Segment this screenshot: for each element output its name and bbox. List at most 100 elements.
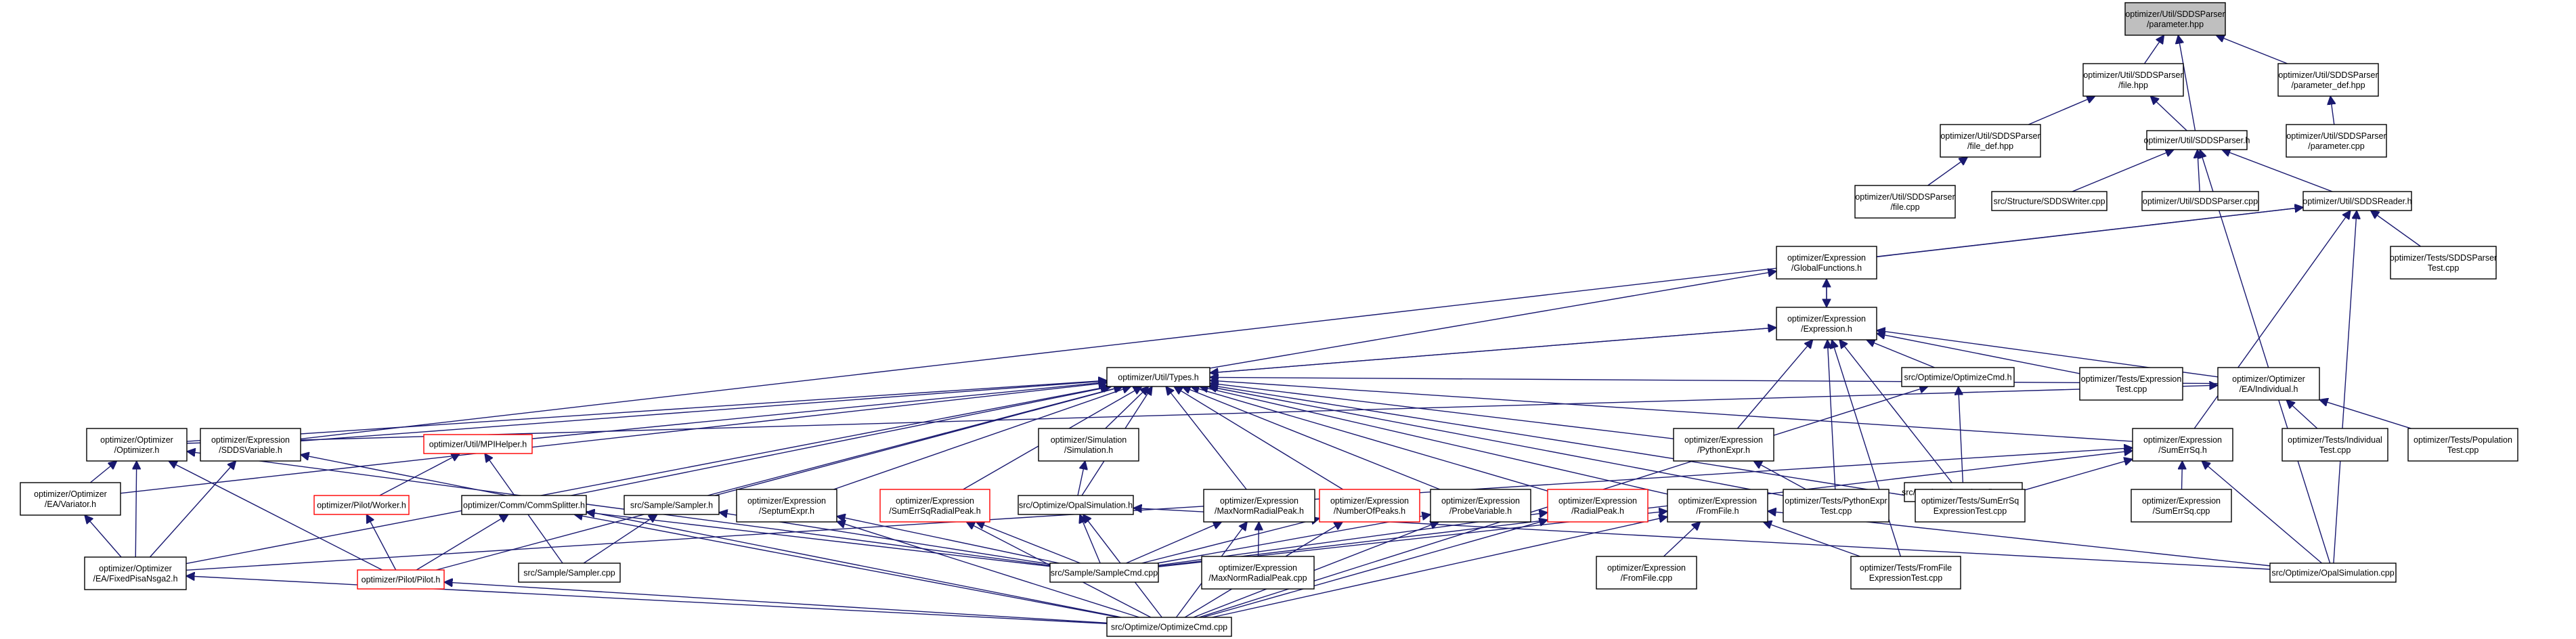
include-edge (1209, 271, 1776, 369)
graph-node-opalsim-cpp[interactable]: src/Optimize/OpalSimulation.cpp (2269, 563, 2397, 583)
include-edge (2200, 150, 2331, 564)
graph-node-param-def[interactable]: optimizer/Util/SDDSParser/parameter_def.… (2277, 63, 2379, 97)
edge-line (1202, 520, 1548, 618)
graph-node-sumerrsqexprtest[interactable]: optimizer/Tests/SumErrSqExpressionTest.c… (1915, 489, 2026, 523)
include-edge (1202, 520, 1548, 618)
graph-node-opalsim-h[interactable]: src/Optimize/OpalSimulation.h (1018, 495, 1134, 515)
graph-node-worker[interactable]: optimizer/Pilot/Worker.h (313, 495, 410, 515)
graph-node-fromfiletest[interactable]: optimizer/Tests/FromFileExpressionTest.c… (1850, 556, 1961, 590)
graph-node-param-cpp[interactable]: optimizer/Util/SDDSParser/parameter.cpp (2286, 124, 2387, 158)
graph-node-expression[interactable]: optimizer/Expression/Expression.h (1776, 307, 1877, 340)
node-box (736, 489, 837, 523)
node-label: optimizer/Expression (1684, 435, 1763, 445)
graph-node-sddsparser-cpp[interactable]: optimizer/Util/SDDSParser.cpp (2141, 191, 2259, 211)
graph-node-numpeaks[interactable]: optimizer/Expression/NumberOfPeaks.h (1319, 489, 1420, 523)
node-label: Test.cpp (2319, 445, 2351, 455)
graph-node-simulation[interactable]: optimizer/Simulation/Simulation.h (1038, 428, 1139, 462)
node-label: ExpressionTest.cpp (1934, 506, 2007, 516)
node-box (84, 556, 187, 590)
graph-node-optimizecmd-h[interactable]: src/Optimize/OptimizeCmd.h (1901, 367, 2015, 387)
graph-node-individual[interactable]: optimizer/Optimizer/EA/Individual.h (2217, 367, 2320, 401)
edge-line (186, 576, 1108, 624)
graph-node-fromfile[interactable]: optimizer/Expression/FromFile.h (1667, 489, 1768, 523)
graph-node-fixedpisa[interactable]: optimizer/Optimizer/EA/FixedPisaNsga2.h (84, 556, 187, 590)
graph-node-radialpeak[interactable]: optimizer/Expression/RadialPeak.h (1547, 489, 1649, 523)
node-label: optimizer/Tests/FromFile (1860, 563, 1952, 573)
node-box (423, 434, 533, 454)
node-box (1049, 563, 1159, 583)
include-edge (2371, 211, 2421, 247)
include-edge (1182, 387, 1441, 490)
node-label: src/Optimize/OpalSimulation.h (1019, 501, 1133, 510)
node-box (518, 563, 621, 583)
graph-node-sumerrsqradial[interactable]: optimizer/Expression/SumErrSqRadialPeak.… (879, 489, 990, 523)
edge-line (2286, 400, 2318, 429)
edges-layer (85, 35, 2421, 624)
node-label: optimizer/Util/SDDSParser.h (2144, 136, 2250, 146)
edge-line (1832, 340, 1902, 557)
include-edge (2143, 35, 2164, 64)
graph-node-variator[interactable]: optimizer/Optimizer/EA/Variator.h (20, 482, 121, 516)
graph-node-file-hpp[interactable]: optimizer/Util/SDDSParser/file.hpp (2082, 63, 2184, 97)
edge-line (1212, 516, 1667, 618)
graph-node-probevar[interactable]: optimizer/Expression/ProbeVariable.h (1430, 489, 1531, 523)
edge-line (1959, 387, 1964, 483)
graph-node-samplecmd[interactable]: src/Sample/SampleCmd.cpp (1049, 563, 1159, 583)
node-label: optimizer/Expression (1607, 563, 1686, 573)
graph-node-maxnorm[interactable]: optimizer/Expression/MaxNormRadialPeak.h (1203, 489, 1315, 523)
graph-node-exprtest[interactable]: optimizer/Tests/ExpressionTest.cpp (2079, 367, 2183, 401)
node-box (2302, 191, 2412, 211)
graph-node-maxnorm-cpp[interactable]: optimizer/Expression/MaxNormRadialPeak.c… (1201, 556, 1315, 590)
edge-line (1210, 385, 1916, 498)
graph-node-sddswriter[interactable]: src/Structure/SDDSWriter.cpp (1991, 191, 2108, 211)
node-box (1203, 489, 1315, 523)
graph-node-sddsvariable[interactable]: optimizer/Expression/SDDSVariable.h (200, 428, 301, 462)
node-label: Test.cpp (2116, 384, 2147, 394)
node-label: optimizer/Expression (211, 435, 290, 445)
graph-node-sampler-h[interactable]: src/Sample/Sampler.h (624, 495, 720, 515)
graph-node-pilot[interactable]: optimizer/Pilot/Pilot.h (357, 569, 445, 590)
node-box (1915, 489, 2026, 523)
edge-line (1210, 327, 1777, 373)
node-label: optimizer/Util/SDDSParser.cpp (2143, 197, 2258, 206)
graph-node-pythonexpr[interactable]: optimizer/Expression/PythonExpr.h (1673, 428, 1774, 462)
node-label: optimizer/Expression (1219, 563, 1297, 573)
graph-node-fromfile-cpp[interactable]: optimizer/Expression/FromFile.cpp (1596, 556, 1697, 590)
graph-node-file-def[interactable]: optimizer/Util/SDDSParser/file_def.hpp (1940, 124, 2041, 158)
node-label: optimizer/Util/SDDSParser (2125, 9, 2225, 19)
node-box (1940, 124, 2041, 158)
graph-node-septum[interactable]: optimizer/Expression/SeptumExpr.h (736, 489, 837, 523)
node-box (2141, 191, 2259, 211)
graph-node-mpihelper[interactable]: optimizer/Util/MPIHelper.h (423, 434, 533, 454)
node-box (2407, 428, 2518, 462)
include-edge (2198, 150, 2200, 192)
graph-node-sumerrsq-cpp[interactable]: optimizer/Expression/SumErrSq.cpp (2131, 489, 2232, 523)
graph-node-file-cpp[interactable]: optimizer/Util/SDDSParser/file.cpp (1854, 185, 1956, 219)
node-label: optimizer/Pilot/Pilot.h (362, 575, 441, 585)
edge-line (2202, 461, 2323, 564)
graph-node-param-hpp[interactable]: optimizer/Util/SDDSParser/parameter.hpp (2124, 2, 2226, 36)
node-label: optimizer/Tests/SDDSParser (2390, 253, 2497, 263)
graph-node-optimizer-h[interactable]: optimizer/Optimizer/Optimizer.h (86, 428, 188, 462)
include-edge (186, 380, 1107, 442)
graph-node-commsplitter[interactable]: optimizer/Comm/CommSplitter.h (461, 495, 587, 515)
graph-node-globalfunc[interactable]: optimizer/Expression/GlobalFunctions.h (1776, 246, 1877, 280)
graph-node-types[interactable]: optimizer/Util/Types.h (1106, 367, 1210, 387)
node-box (200, 428, 301, 462)
node-box (1776, 246, 1877, 280)
graph-node-optimizecmd-cpp[interactable]: src/Optimize/OptimizeCmd.cpp (1106, 617, 1232, 637)
include-edge (586, 512, 1051, 567)
node-label: optimizer/Tests/Expression (2081, 374, 2182, 384)
edge-line (2178, 35, 2196, 131)
node-label: optimizer/Tests/Individual (2288, 435, 2382, 445)
graph-node-sampler-cpp[interactable]: src/Sample/Sampler.cpp (518, 563, 621, 583)
graph-node-sddsreader[interactable]: optimizer/Util/SDDSReader.h (2302, 191, 2412, 211)
include-edge (120, 383, 1107, 494)
graph-node-sumerrsq[interactable]: optimizer/Expression/SumErrSq.h (2132, 428, 2233, 462)
edge-line (1753, 461, 1807, 490)
graph-node-sddsparser-h[interactable]: optimizer/Util/SDDSParser.h (2144, 130, 2250, 150)
